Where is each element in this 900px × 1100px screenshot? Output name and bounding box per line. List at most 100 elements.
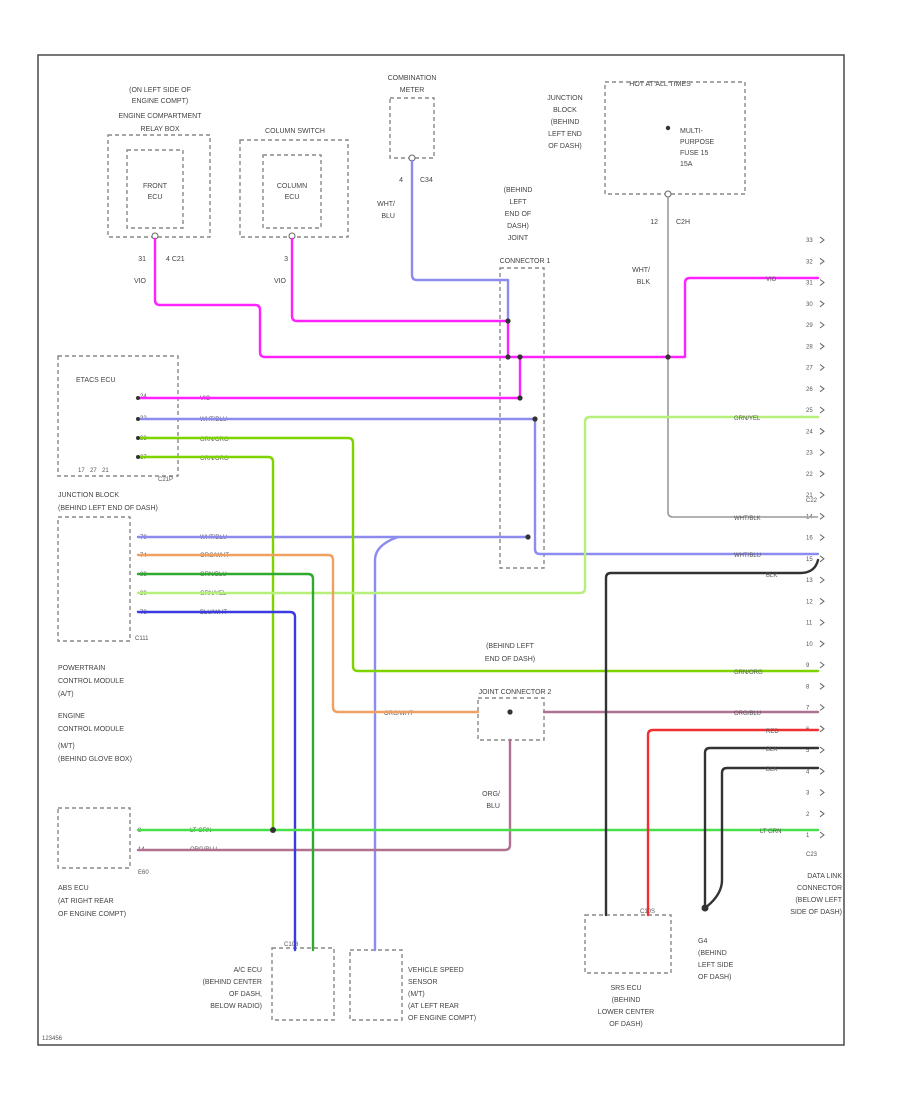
jc2-wire-down-1: ORG/ xyxy=(482,791,500,798)
dlc-label-1: DATA LINK xyxy=(807,873,842,880)
vss-label-3: (M/T) xyxy=(408,991,425,998)
ac-ecu-conn: C108 xyxy=(284,942,299,948)
dlc-conn-top: C22 xyxy=(806,498,818,504)
dlc-pin-2: 2 xyxy=(806,812,810,818)
jb-top-conn: C2H xyxy=(676,219,690,226)
wire-bluwht xyxy=(136,610,297,952)
dlc-pin-12: 12 xyxy=(806,599,813,605)
etacs-wire-4: GRN/ORG xyxy=(200,456,229,462)
dlc-conn-bottom: C23 xyxy=(806,852,818,858)
dlc-pin-marker xyxy=(819,555,825,563)
dlc-pin-marker xyxy=(819,661,825,669)
wire-blk-ground-1 xyxy=(703,746,820,910)
relay-box: (ON LEFT SIDE OF ENGINE COMPT) ENGINE CO… xyxy=(107,87,211,285)
dlc-pin-4: 4 xyxy=(806,769,810,775)
dlc-label-2: CONNECTOR xyxy=(797,885,842,892)
jc2-label-2: END OF DASH) xyxy=(485,656,535,663)
jc1-label-4: DASH) xyxy=(507,223,529,230)
jb-top-label-1: JUNCTION xyxy=(547,95,582,102)
dlc-pin-marker xyxy=(819,640,825,648)
relay-box-pin: 31 xyxy=(138,256,146,263)
wire-grnorg-37 xyxy=(136,455,275,832)
ac-ecu-label-1: A/C ECU xyxy=(234,967,262,974)
jb-top-label-4: LEFT END xyxy=(548,131,582,138)
jc1-label-1: (BEHIND xyxy=(504,187,533,194)
wires xyxy=(136,159,820,952)
wire-blk-srs xyxy=(604,558,820,917)
dlc-pin-3: 3 xyxy=(806,791,810,797)
dlc-pin-11: 11 xyxy=(806,621,813,627)
junction-dots xyxy=(136,318,671,833)
etacs-wire-3: GRN/ORG xyxy=(200,437,229,443)
dlc-pin-marker xyxy=(819,767,825,775)
dlc-pin-marker xyxy=(819,364,825,371)
wire-grnblu xyxy=(136,572,315,952)
dlc-pin-33: 33 xyxy=(806,238,813,244)
dlc-pin-8: 8 xyxy=(806,684,810,690)
dlc-wire-grnorg: GRN/ORG xyxy=(734,670,763,676)
jc1-label-5: JOINT xyxy=(508,235,529,242)
joint-connector-2: (BEHIND LEFT END OF DASH) JOINT CONNECTO… xyxy=(384,643,552,810)
fuse-label-2: PURPOSE xyxy=(680,139,715,146)
srs-label-1: SRS ECU xyxy=(610,985,641,992)
wire-whtblk-fuse xyxy=(667,197,818,518)
etacs-side-3: 21 xyxy=(102,468,109,474)
dlc-label-4: SIDE OF DASH) xyxy=(790,909,842,916)
dlc-pin-26: 26 xyxy=(806,387,813,393)
dlc-pin-marker xyxy=(819,810,825,818)
column-ecu-label-1: COLUMN xyxy=(277,183,307,190)
dlc-pin-21: 21 xyxy=(806,493,813,499)
ground-g4: G4 (BEHIND LEFT SIDE OF DASH) xyxy=(698,904,734,981)
wire-whtblu-vss xyxy=(373,535,400,952)
jb-top-hot-label: HOT AT ALL TIMES xyxy=(629,81,691,88)
wire-grnorg-33 xyxy=(136,436,820,673)
abs-conn: E60 xyxy=(138,870,149,876)
jc1-label-3: END OF xyxy=(505,211,531,218)
pcm-label-3: (A/T) xyxy=(58,691,74,698)
jc2-label-3: JOINT CONNECTOR 2 xyxy=(479,689,552,696)
jc2-label-1: (BEHIND LEFT xyxy=(486,643,535,650)
ground-label-1: G4 xyxy=(698,938,707,945)
jb-top-wire-1: WHT/ xyxy=(632,267,650,274)
dlc-pin-marker xyxy=(819,406,825,414)
fuse-label-1: MULTI- xyxy=(680,128,703,135)
dlc-pin-marker xyxy=(819,385,825,393)
abs-label-3: OF ENGINE COMPT) xyxy=(58,911,126,918)
pcm-label-6: (M/T) xyxy=(58,743,75,750)
relay-box-label-4: RELAY BOX xyxy=(140,126,179,133)
dlc-pin-5: 5 xyxy=(806,748,810,754)
jb-top-wire-2: BLK xyxy=(637,279,651,286)
wire-grnyel xyxy=(136,415,820,595)
jb-mid-conn: C111 xyxy=(135,636,149,642)
vss-label-5: OF ENGINE COMPT) xyxy=(408,1015,476,1022)
dlc-pin-marker xyxy=(819,512,825,520)
dlc-pin-list: 3332313029282726252423222114161513121110… xyxy=(806,236,825,839)
diagram-frame xyxy=(37,54,845,1046)
pcm-label-5: CONTROL MODULE xyxy=(58,726,124,733)
dlc-label-3: (BELOW LEFT xyxy=(795,897,842,904)
dlc-pin-29: 29 xyxy=(806,323,813,329)
dlc-pin-marker xyxy=(819,470,825,478)
column-switch: COLUMN SWITCH COLUMN ECU 3 VIO xyxy=(239,128,349,285)
relay-box-wire: VIO xyxy=(134,278,147,285)
vss-label-4: (AT LEFT REAR xyxy=(408,1003,459,1010)
dlc-wire-ltgrn: LT GRN xyxy=(760,829,781,835)
junction-block-top: JUNCTION BLOCK (BEHIND LEFT END OF DASH)… xyxy=(547,81,746,286)
dlc-wire-vio: VIO xyxy=(766,277,777,283)
srs-label-4: OF DASH) xyxy=(609,1021,642,1028)
fuse-label-4: 15A xyxy=(680,161,693,168)
abs-label-1: ABS ECU xyxy=(58,885,89,892)
ac-ecu-label-3: OF DASH, xyxy=(229,991,262,998)
pcm-label-group: POWERTRAIN CONTROL MODULE (A/T) ENGINE C… xyxy=(58,665,132,763)
dlc-pin-1: 1 xyxy=(806,833,810,839)
dlc-pin-15: 15 xyxy=(806,557,813,563)
dlc-pin-24: 24 xyxy=(806,429,813,435)
relay-box-label-2: ENGINE COMPT) xyxy=(132,98,188,105)
relay-box-label-1: (ON LEFT SIDE OF xyxy=(129,87,191,94)
ac-ecu-label-4: BELOW RADIO) xyxy=(210,1003,262,1010)
jc2-wire-down-2: BLU xyxy=(486,803,500,810)
vss-label-1: VEHICLE SPEED xyxy=(408,967,464,974)
dlc-pin-marker xyxy=(819,597,825,605)
srs-label-2: (BEHIND xyxy=(612,997,641,1004)
